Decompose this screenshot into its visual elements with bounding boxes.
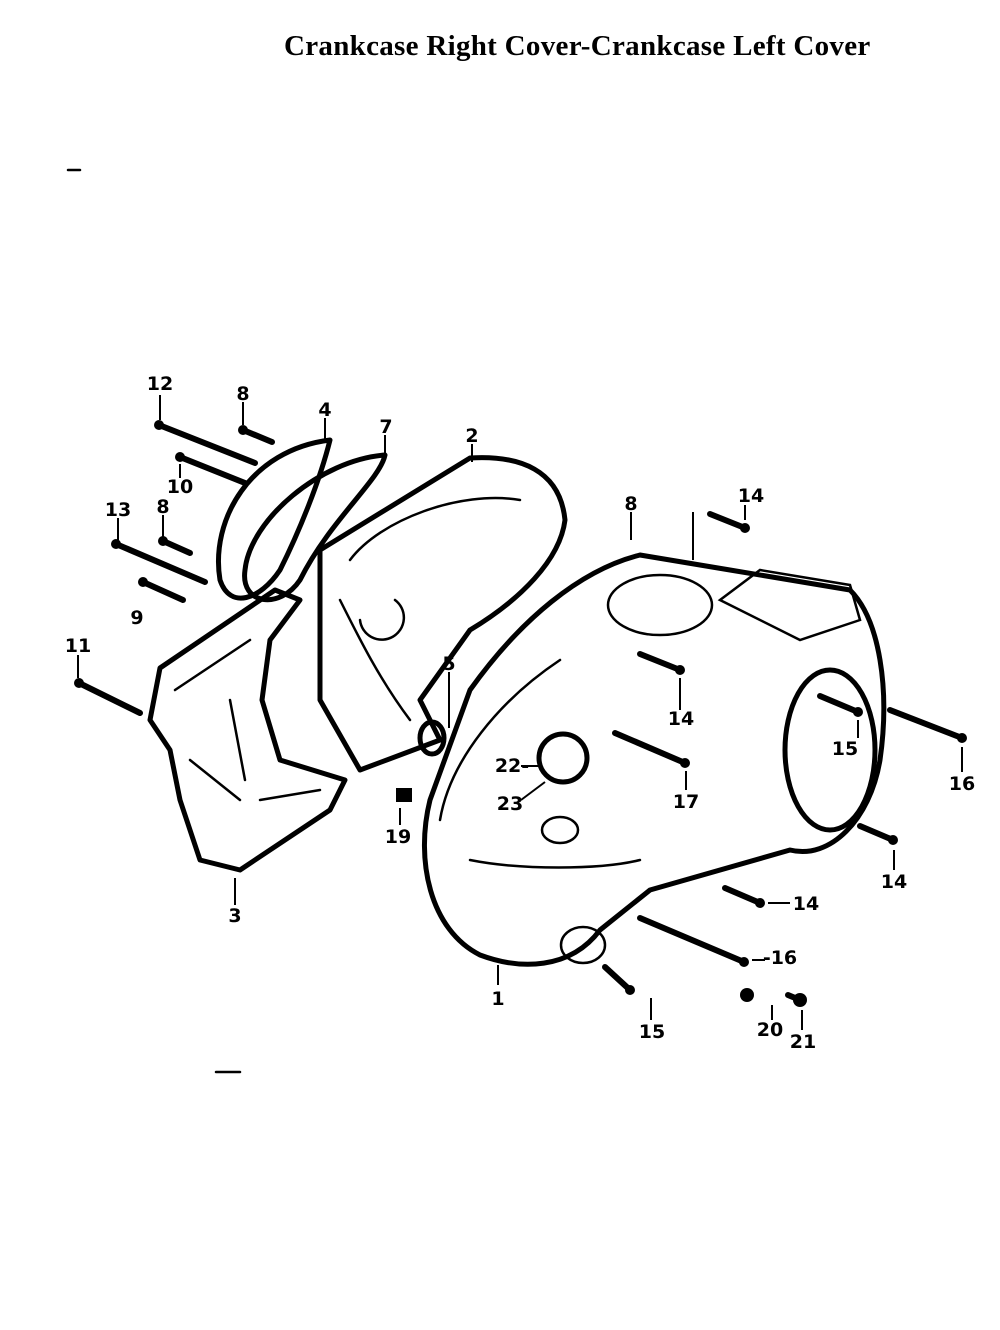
dipstick-cap-part (536, 731, 590, 785)
bolt-12 (154, 420, 258, 466)
bolt-14-right (857, 823, 898, 845)
callout-23: 23 (497, 793, 523, 815)
callout-22: 22- (495, 755, 529, 777)
callout-9: 9 (130, 607, 143, 629)
page-title: Crankcase Right Cover-Crankcase Left Cov… (284, 30, 871, 62)
leader-lines (77, 395, 963, 1030)
callout-8-left: 8 (156, 496, 169, 518)
callout-15-right: 15 (832, 738, 858, 760)
bearing-housing-opening (782, 667, 878, 833)
bolt-10 (175, 452, 248, 486)
bolt-15-lower (602, 964, 635, 995)
callout-14-top: 14 (738, 485, 764, 507)
callout-14-lower: 14 (793, 893, 819, 915)
callout-16-lower: -16 (763, 947, 797, 969)
drain-boss (559, 925, 607, 965)
callout-13: 13 (105, 499, 131, 521)
callout-4: 4 (318, 399, 331, 421)
callout-14-right: 14 (881, 871, 907, 893)
bolt-14-top (707, 511, 750, 533)
callout-3: 3 (228, 905, 241, 927)
bolt-16-right (887, 707, 967, 743)
bolt-15-right (817, 693, 863, 717)
bolt-14-lower (722, 885, 765, 908)
bolt-14-mid (637, 651, 685, 675)
callout-16-right: 16 (949, 773, 975, 795)
left-guard-detail (173, 638, 322, 802)
callout-19: 19 (385, 826, 411, 848)
inner-housing-part (317, 455, 568, 773)
callout-10: 10 (167, 476, 193, 498)
dipstick-hole (540, 815, 580, 845)
callout-15-lower: 15 (639, 1021, 665, 1043)
callout-14-mid: 14 (668, 708, 694, 730)
left-guard-part (147, 587, 348, 873)
bolt-11 (74, 678, 143, 716)
seal-part (417, 719, 447, 757)
callout-12: 12 (147, 373, 173, 395)
bolt-8-left (158, 536, 193, 556)
oil-filler-opening (606, 573, 714, 637)
bolt-9 (138, 577, 186, 603)
callout-11: 11 (65, 635, 91, 657)
ring-cover-part (242, 452, 388, 603)
bolt-8-top (238, 425, 275, 445)
washer-20-part (740, 988, 754, 1002)
cover-edge-detail (438, 658, 642, 869)
callout-7: 7 (379, 416, 392, 438)
callout-21: 21 (790, 1031, 816, 1053)
callout-1: 1 (491, 988, 504, 1010)
callout-5: 5 (442, 653, 455, 675)
gasket-part (216, 437, 333, 601)
bolt-13 (111, 539, 208, 585)
dowel-part (396, 788, 412, 802)
callout-20: 20 (757, 1019, 783, 1041)
bolt-16-lower (637, 915, 749, 967)
callout-8-top: 8 (236, 383, 249, 405)
callout-17: 17 (673, 791, 699, 813)
callout-2: 2 (465, 425, 478, 447)
inner-housing-detail (338, 496, 522, 722)
bolt-21 (785, 992, 807, 1007)
callout-8-right: 8 (624, 493, 637, 515)
rear-box-outline (717, 568, 862, 642)
bolt-17 (612, 730, 690, 768)
